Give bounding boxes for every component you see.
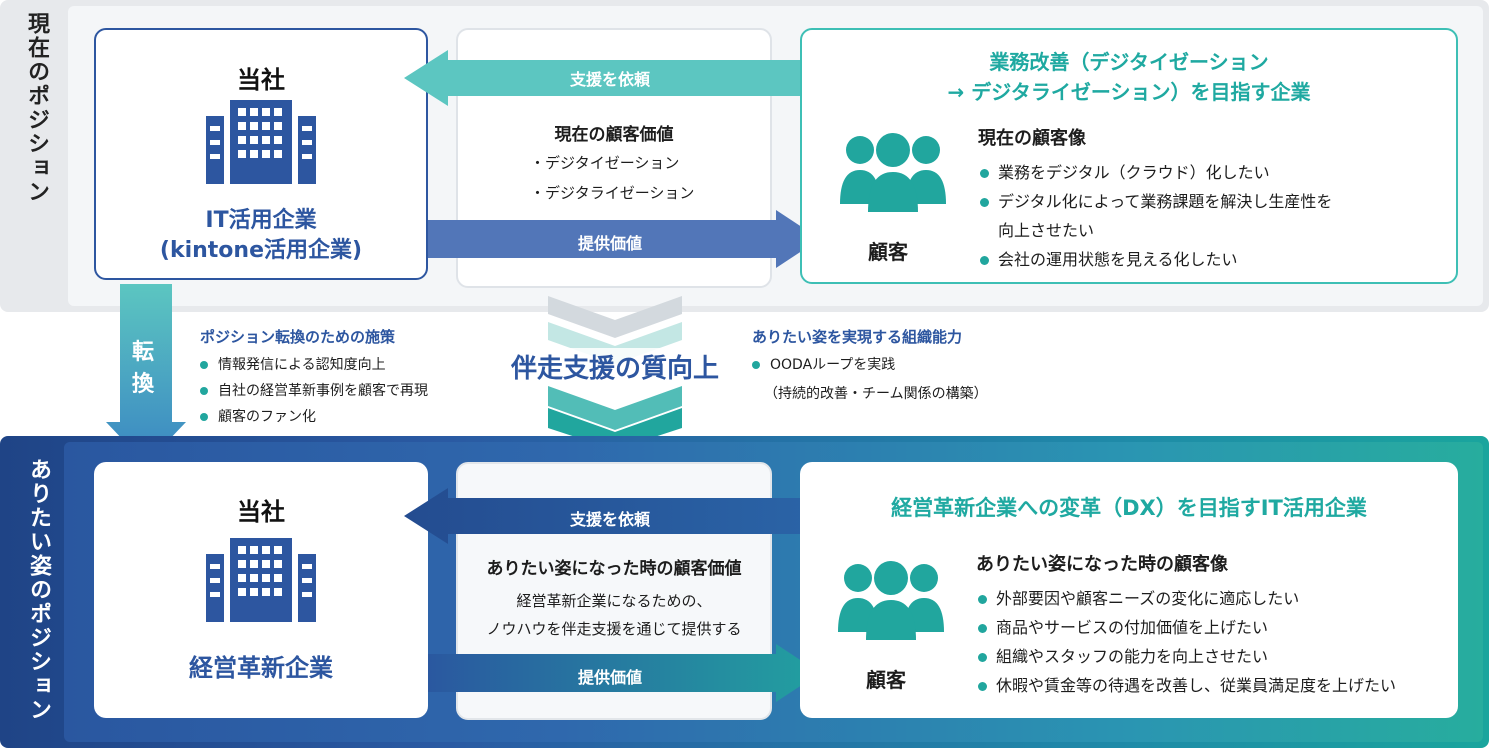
list-item: 休暇や賃金等の待遇を改善し、従業員満足度を上げたい bbox=[976, 671, 1446, 700]
request-arrow-label: 支援を依頼 bbox=[569, 70, 650, 89]
client-needs-list: 業務をデジタル（クラウド）化したい デジタル化によって業務課題を解決し生産性を … bbox=[978, 158, 1438, 274]
client-label: 顧客 bbox=[868, 240, 908, 264]
client-image-title: ありたい姿になった時の顧客像 bbox=[976, 554, 1228, 575]
list-item: 外部要因や顧客ニーズの変化に適応したい bbox=[976, 584, 1446, 613]
client-headline-line2: → デジタライゼーション）を目指す企業 bbox=[947, 80, 1311, 104]
company-name: 経営革新企業 bbox=[189, 654, 333, 682]
client-card-ideal: 経営革新企業への変革（DX）を目指すIT活用企業 顧客 ありたい姿になった時の顧… bbox=[800, 462, 1458, 718]
convert-arrow bbox=[106, 284, 186, 464]
client-label: 顧客 bbox=[866, 668, 906, 692]
company-card-ideal: 当社 経営革新企業 bbox=[94, 462, 428, 718]
ideal-position-label: ありたい姿のポジション bbox=[26, 458, 51, 722]
provide-arrow-label: 提供価値 bbox=[577, 234, 642, 253]
client-card-current: 業務改善（デジタイゼーション → デジタライゼーション）を目指す企業 顧客 現在… bbox=[800, 28, 1458, 284]
company-card-current: 当社 IT活用企業 (kintone活用企業) bbox=[94, 28, 428, 280]
center-improvement-title: 伴走支援の質向上 bbox=[490, 348, 740, 385]
request-arrow-label: 支援を依頼 bbox=[569, 510, 650, 529]
value-title: ありたい姿になった時の顧客価値 bbox=[486, 559, 742, 579]
building-icon bbox=[206, 100, 316, 184]
request-arrow-ideal bbox=[404, 488, 804, 544]
measures-title: ポジション転換のための施策 bbox=[200, 328, 396, 346]
people-icon bbox=[840, 133, 946, 212]
company-label: 当社 bbox=[237, 498, 285, 526]
list-item: 情報発信による認知度向上 bbox=[198, 352, 468, 378]
building-icon bbox=[206, 538, 316, 622]
list-item: 組織やスタッフの能力を向上させたい bbox=[976, 642, 1446, 671]
value-line-2: ノウハウを伴走支援を通じて提供する bbox=[486, 620, 742, 638]
measures-list: 情報発信による認知度向上 自社の経営革新事例を顧客で再現 顧客のファン化 bbox=[198, 352, 468, 430]
convert-label-2: 換 bbox=[132, 372, 155, 397]
client-headline: 経営革新企業への変革（DX）を目指すIT活用企業 bbox=[891, 496, 1367, 520]
provide-arrow-ideal bbox=[428, 644, 820, 702]
chevron-down-icon bbox=[548, 296, 682, 450]
value-item-2: ・デジタライゼーション bbox=[530, 184, 695, 202]
client-needs-list: 外部要因や顧客ニーズの変化に適応したい 商品やサービスの付加価値を上げたい 組織… bbox=[976, 584, 1446, 700]
value-title: 現在の顧客価値 bbox=[554, 125, 674, 145]
request-arrow-current bbox=[404, 50, 804, 106]
list-item: 商品やサービスの付加価値を上げたい bbox=[976, 613, 1446, 642]
provide-arrow-label: 提供価値 bbox=[577, 668, 642, 687]
list-item: OODAループを実践 bbox=[750, 352, 1050, 378]
company-label: 当社 bbox=[237, 66, 285, 94]
client-image-title: 現在の顧客像 bbox=[978, 128, 1086, 149]
capability-sub: （持続的改善・チーム関係の構築） bbox=[764, 386, 988, 402]
list-item: デジタル化によって業務課題を解決し生産性を bbox=[978, 187, 1438, 216]
capability-title: ありたい姿を実現する組織能力 bbox=[752, 328, 963, 346]
client-headline-line1: 業務改善（デジタイゼーション bbox=[989, 50, 1269, 74]
list-item: 業務をデジタル（クラウド）化したい bbox=[978, 158, 1438, 187]
value-line-1: 経営革新企業になるための、 bbox=[516, 592, 712, 610]
people-icon bbox=[838, 561, 944, 640]
list-item: 向上させたい bbox=[998, 221, 1095, 240]
list-item: 顧客のファン化 bbox=[198, 404, 468, 430]
current-position-label: 現在のポジション bbox=[24, 12, 49, 204]
company-name-line2: (kintone活用企業) bbox=[159, 238, 363, 263]
company-name-line1: IT活用企業 bbox=[205, 208, 317, 233]
list-item: 自社の経営革新事例を顧客で再現 bbox=[198, 378, 468, 404]
list-item: 会社の運用状態を見える化したい bbox=[978, 245, 1438, 274]
value-item-1: ・デジタイゼーション bbox=[530, 154, 680, 172]
convert-label-1: 転 bbox=[132, 340, 155, 365]
capability-list: OODAループを実践 bbox=[750, 352, 1050, 378]
provide-arrow-current bbox=[428, 210, 820, 268]
